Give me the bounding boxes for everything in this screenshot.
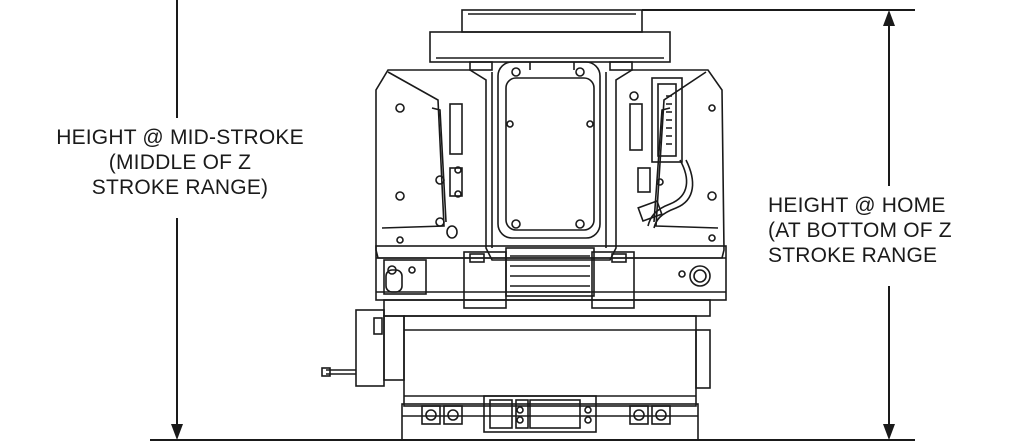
home-label-line-2: (AT BOTTOM OF Z	[768, 219, 952, 242]
arrow-down-icon	[171, 424, 183, 440]
home-dimension	[642, 9, 915, 440]
mid-stroke-label-line-1: HEIGHT @ MID-STROKE	[56, 126, 304, 149]
mid-stroke-label-line-2: (MIDDLE OF Z	[108, 151, 252, 174]
arrow-down-icon	[883, 424, 895, 440]
stage-assembly	[321, 9, 727, 441]
home-label-line-3: STROKE RANGE	[768, 244, 938, 267]
mid-stroke-dimension	[171, 0, 183, 440]
mid-stroke-label-line-3: STROKE RANGE)	[91, 176, 269, 199]
home-label: HEIGHT @ HOME (AT BOTTOM OF Z STROKE RAN…	[768, 193, 952, 268]
arrow-up-icon	[883, 10, 895, 26]
mid-stroke-label: HEIGHT @ MID-STROKE (MIDDLE OF Z STROKE …	[0, 125, 360, 200]
home-label-line-1: HEIGHT @ HOME	[768, 194, 946, 217]
